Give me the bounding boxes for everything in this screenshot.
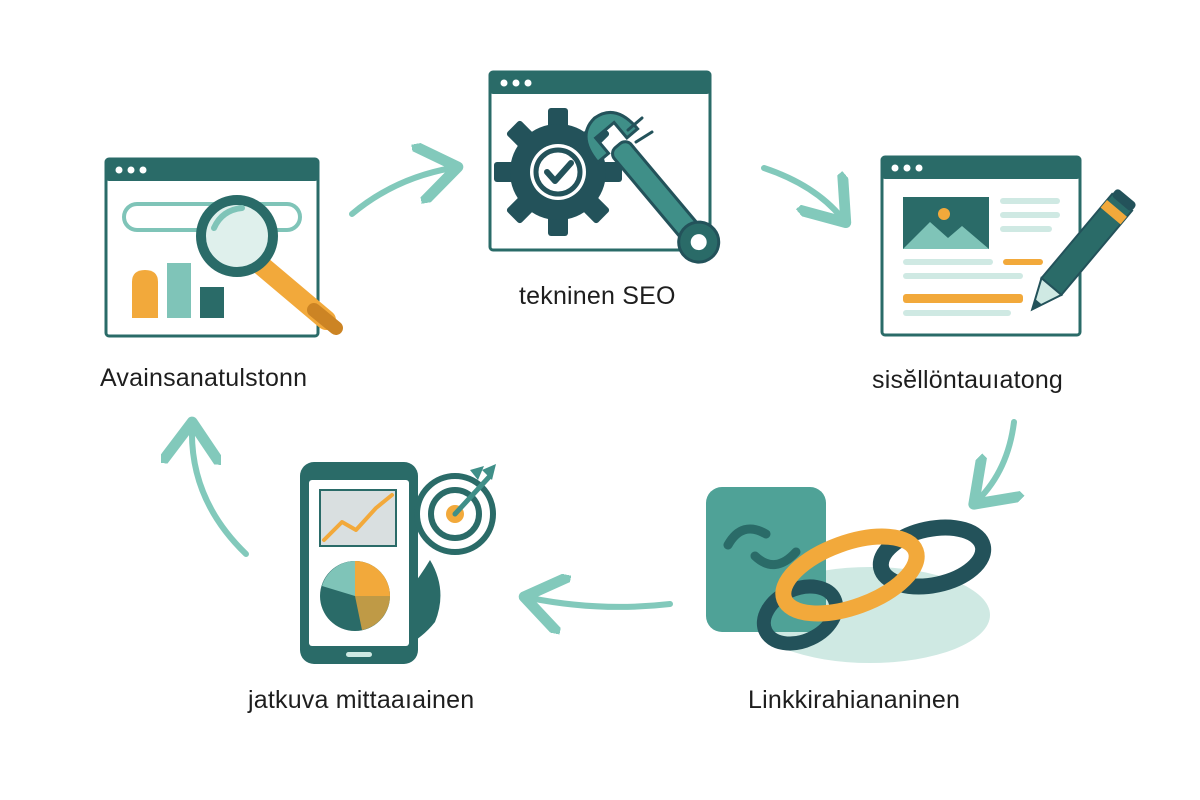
pencil-content-browser-icon <box>880 155 1136 337</box>
arrow-link-to-measure <box>530 598 673 607</box>
step-label-content-creation: sisĕllöntauıatong <box>872 366 1064 394</box>
arrow-measure-to-keyword <box>192 428 249 557</box>
cycle-arrows <box>192 168 1014 607</box>
step-label-continuous-measurement: jatkuva mittaaıainen <box>248 686 475 714</box>
gear-wrench-browser-icon <box>488 70 721 264</box>
step-label-technical-seo: tekninen SEO <box>519 282 676 310</box>
arrow-tech-to-content <box>761 165 842 218</box>
chain-link-icon <box>706 487 992 663</box>
step-label-link-building: Linkkirahiananinen <box>748 686 961 714</box>
arrow-keyword-to-tech <box>349 168 452 217</box>
magnifier-browser-icon <box>104 157 343 338</box>
step-label-keyword-research: Avainsanatulstonn <box>100 364 308 392</box>
arrow-content-to-link <box>978 419 1014 500</box>
phone-analytics-target-icon <box>300 462 496 664</box>
